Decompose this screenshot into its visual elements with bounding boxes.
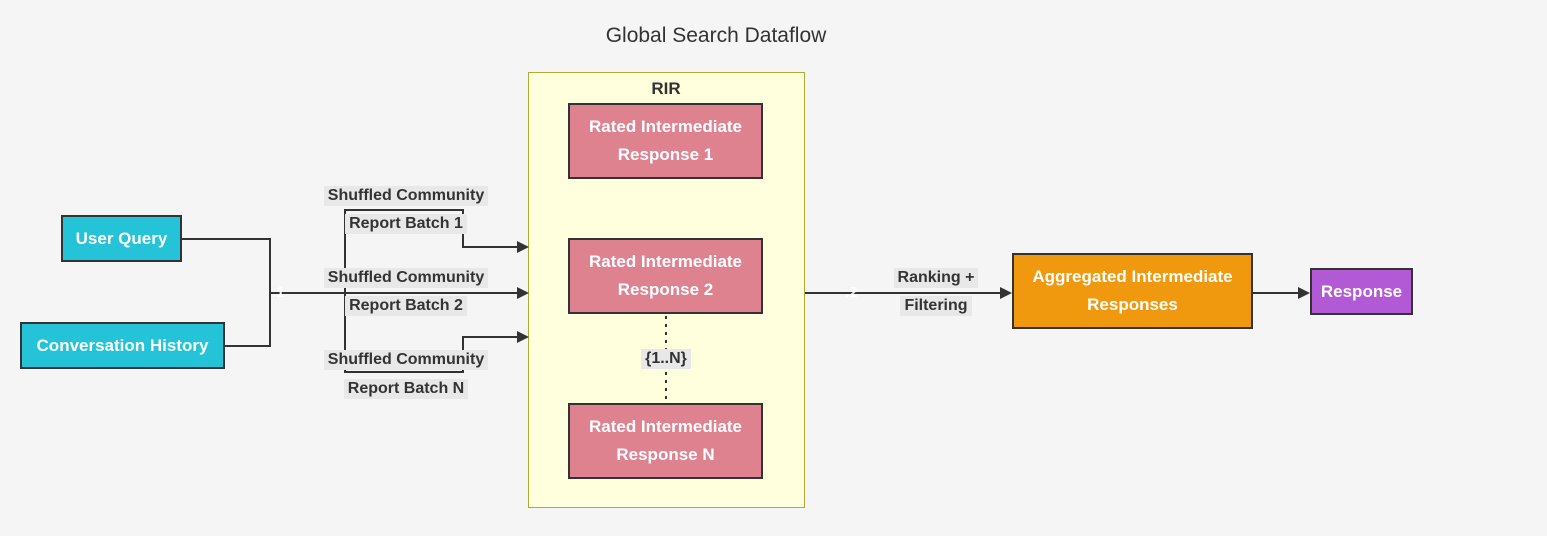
edge-marker-1: .1 xyxy=(272,284,285,301)
edge-batchN-line xyxy=(344,293,517,373)
edge-label-batch-2-line-1: Shuffled Community xyxy=(323,268,489,288)
node-rated-intermediate-response-1: Rated Intermediate Response 1 xyxy=(568,103,763,179)
node-aggregated-intermediate-responses: Aggregated Intermediate Responses xyxy=(1012,253,1253,329)
diagram-title: Global Search Dataflow xyxy=(605,24,827,47)
edge-label-batch-2: Shuffled Community Report Batch 2 xyxy=(306,268,506,316)
node-response: Response xyxy=(1310,268,1413,315)
edge-marker-2: .2 xyxy=(845,284,858,301)
node-rated-intermediate-response-2: Rated Intermediate Response 2 xyxy=(568,238,763,314)
node-rir2-label: Rated Intermediate Response 2 xyxy=(588,252,743,299)
edge-label-batch-1-line-1: Shuffled Community xyxy=(323,186,489,206)
arrowhead-ranking xyxy=(1000,287,1012,299)
rir-cluster-label: RIR xyxy=(651,79,681,98)
node-rirN-label: Rated Intermediate Response N xyxy=(588,417,743,464)
edge-label-batch-1-line-2: Report Batch 1 xyxy=(345,214,467,234)
node-conversation-history: Conversation History xyxy=(20,322,225,369)
node-aggregated-label: Aggregated Intermediate Responses xyxy=(1032,267,1233,314)
node-user-query: User Query xyxy=(61,215,182,262)
edge-label-batch-n-line-2: Report Batch N xyxy=(343,379,469,399)
edge-label-range-text: {1..N} xyxy=(641,349,691,369)
edge-conversation-history-to-junction xyxy=(225,293,271,347)
edge-label-ranking-line-2: Filtering xyxy=(900,296,972,316)
edge-label-ranking-filtering: Ranking + Filtering xyxy=(866,268,1006,316)
arrowhead-batchN xyxy=(517,331,529,343)
edge-label-batch-2-line-2: Report Batch 2 xyxy=(345,296,467,316)
edge-label-batch-n-line-1: Shuffled Community xyxy=(323,350,489,370)
edge-label-ranking-line-1: Ranking + xyxy=(893,268,979,288)
arrowhead-batch2 xyxy=(517,287,529,299)
arrowhead-response xyxy=(1298,287,1310,299)
node-response-label: Response xyxy=(1320,281,1403,301)
edge-label-range: {1..N} xyxy=(626,349,706,369)
node-rated-intermediate-response-n: Rated Intermediate Response N xyxy=(568,403,763,479)
edge-batch1-line xyxy=(344,209,517,293)
edge-label-batch-1: Shuffled Community Report Batch 1 xyxy=(306,186,506,234)
node-rir1-label: Rated Intermediate Response 1 xyxy=(588,117,743,164)
arrowhead-batch1 xyxy=(517,241,529,253)
edge-user-query-to-junction xyxy=(182,238,271,293)
node-user-query-label: User Query xyxy=(75,228,168,248)
edge-label-batch-n: Shuffled Community Report Batch N xyxy=(306,350,506,399)
node-conversation-history-label: Conversation History xyxy=(36,335,209,355)
